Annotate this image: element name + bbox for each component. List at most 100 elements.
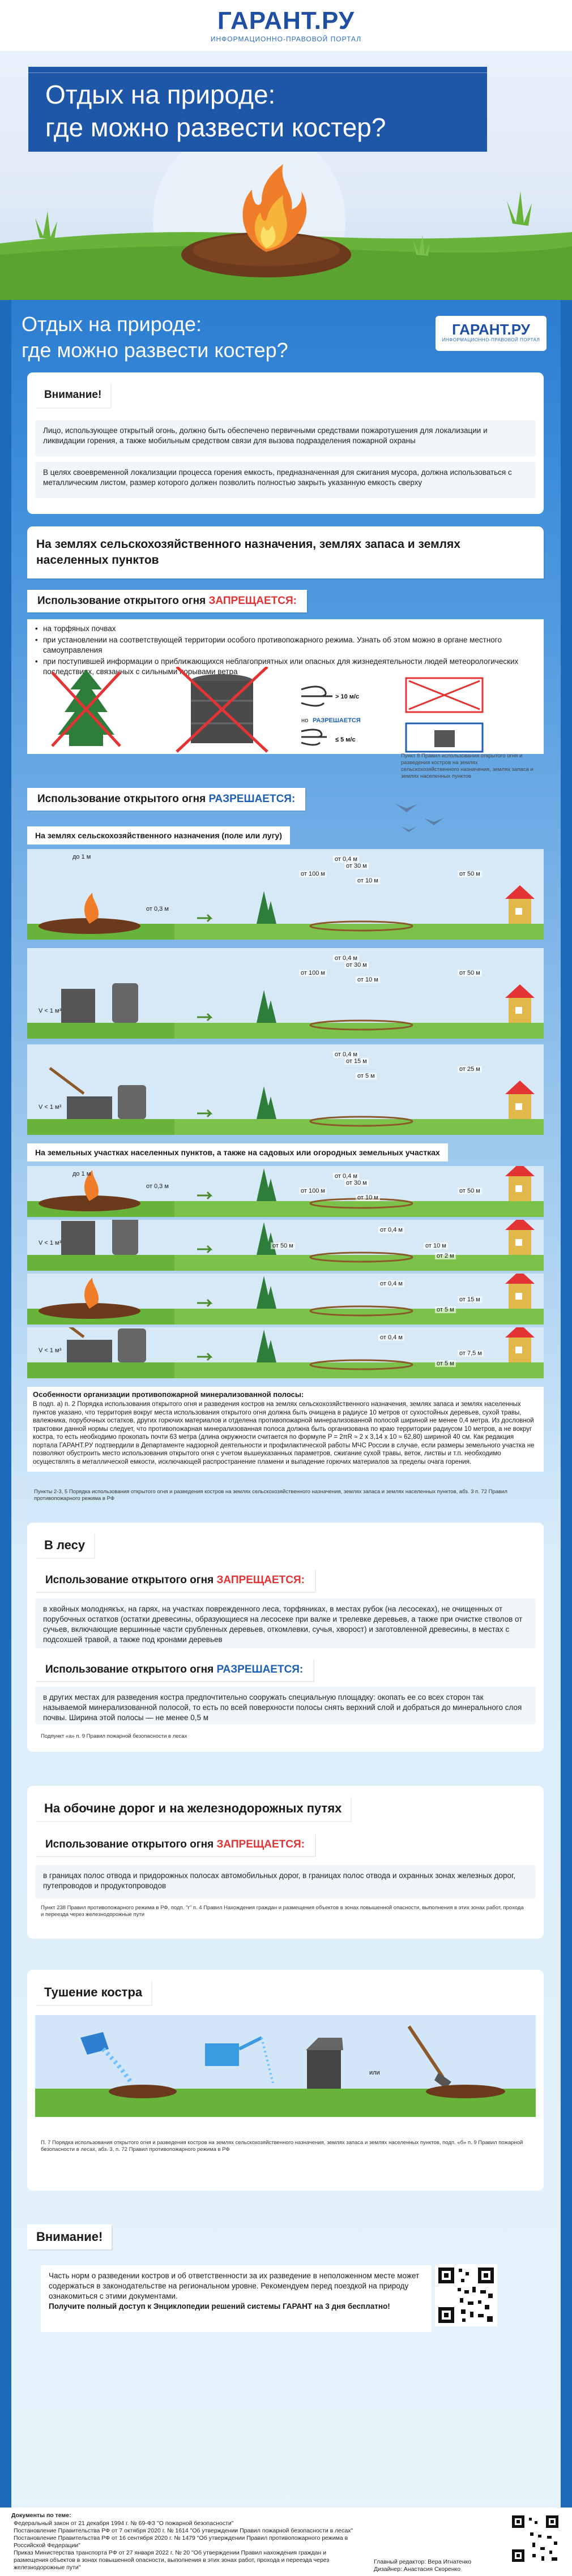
forest-note: Подпункт «а» п. 9 Правил пожарной безопа… [41,1733,187,1739]
forest-allowed-text: в других местах для разведения костра пр… [35,1687,536,1724]
distance-label: от 10 м [356,1194,380,1201]
main-title: Отдых на природе: где можно развести кос… [22,312,288,362]
wind-icon [301,685,332,707]
garant-logo[interactable]: ГАРАНТ.РУ [217,6,355,35]
distance-label: от 15 м [458,1296,482,1303]
main-panel-inner: Отдых на природе: где можно развести кос… [11,300,561,2576]
final-heading: Внимание! [27,2224,112,2249]
extinguish-card: Тушение костра или [27,1970,544,2191]
distance-label: от 50 м [271,1242,295,1249]
forest-heading: В лесу [35,1533,95,1558]
qr-code-icon[interactable] [435,2264,497,2326]
agri-forbidden-illustration: > 10 м/с но РАЗРЕШАЕТСЯ ≤ 5 м/с [51,667,484,753]
distance-label: от 5 м [435,1306,456,1313]
hero-banner: Отдых на природе: где можно развести кос… [0,51,572,300]
doc-link[interactable]: Постановление Правительства РФ от 7 октя… [14,2527,353,2534]
pit-depth-label: от 0,3 м [146,906,169,912]
mineral-note: Пункты 2-3, 5 Порядка использования откр… [34,1489,507,1502]
agri-forbidden-list: на торфяных почвах при установлении на с… [35,624,533,678]
distance-label: от 0,4 м [378,1334,404,1341]
doc-link[interactable]: Приказ Министерства транспорта РФ от 27 … [14,2549,330,2571]
distance-label: от 30 м [344,863,369,869]
distance-label: от 5 м [435,1360,456,1367]
mineral-text: В подп. а) п. 2 Порядка использования от… [33,1401,535,1465]
qr-code-icon[interactable] [510,2513,561,2564]
final-text-box: Часть норм о разведении костров и об отв… [41,2265,432,2332]
attention-text-2: В целях своевременной локализации процес… [35,462,536,498]
agri-heading: На землях сельскохозяйственного назначен… [27,526,544,578]
scenario-illustration [27,983,544,1039]
forest-forbidden-text: в хвойных молоднякъх, на гарях, на участ… [35,1598,536,1648]
allowed-small-label: РАЗРЕШАЕТСЯ [313,717,361,724]
distance-label: от 100 м [299,1188,327,1194]
attention-text-1: Лицо, использующее открытый огонь, должн… [35,420,536,456]
attention-heading: Внимание! [35,383,111,408]
scenario-illustration [27,1220,544,1271]
distance-label: от 0,4 м [333,955,359,962]
distance-label: от 50 м [458,871,482,877]
distance-label: от 50 м [458,970,482,976]
doc-link[interactable]: Федеральный закон от 21 декабря 1994 г. … [14,2520,234,2527]
hero-illustration [0,125,572,300]
field-label: На землях сельскохозяйственного назначен… [27,826,290,845]
wind-high-label: > 10 м/с [335,693,359,700]
roads-note: Пункт 238 Правил противопожарного режима… [41,1905,524,1918]
wind-icon [301,728,327,746]
final-offer[interactable]: Получите полный доступ к Энциклопедии ре… [49,2302,390,2311]
forest-card: В лесу Использование открытого огня ЗАПР… [27,1523,544,1752]
roads-text: в границах полос отвода и придорожных по… [35,1865,536,1899]
distance-label: от 0,4 м [333,856,359,863]
distance-label: от 0,4 м [333,1173,359,1180]
distance-label: от 30 м [344,962,369,968]
docs-title: Документы по теме: [11,2512,71,2519]
pit-width-label: до 1 м [72,1171,91,1177]
distance-label: от 7,5 м [458,1350,484,1357]
forest-forbidden-heading: Использование открытого огня ЗАПРЕЩАЕТСЯ… [35,1569,315,1592]
distance-label: от 0,4 м [333,1051,359,1058]
pit-depth-label: от 0,3 м [146,1183,169,1190]
extinguish-heading: Тушение костра [35,1980,152,2005]
extinguish-note: П. 7 Порядка использования открытого огн… [41,2140,523,2153]
settlement-label: На земельных участках населенных пунктов… [27,1143,448,1161]
site-header: ГАРАНТ.РУ ИНФОРМАЦИОННО-ПРАВОВОЙ ПОРТАЛ [0,0,572,51]
scenario-illustration [27,1067,544,1135]
roads-card: На обочине дорог и на железнодорожных пу… [27,1786,544,1939]
pit-width-label: до 1 м [72,854,91,860]
volume-label: V < 1 м³ [39,1104,62,1111]
list-item: при поступившей информации о приближающи… [35,657,533,677]
roads-forbidden-heading: Использование открытого огня ЗАПРЕЩАЕТСЯ… [35,1833,315,1856]
final-text: Часть норм о разведении костров и об отв… [49,2271,420,2300]
distance-label: от 15 м [344,1058,369,1065]
birds-decoration [395,804,444,832]
volume-label: V < 1 м³ [39,1008,62,1014]
agri-forbidden-heading: Использование открытого огня ЗАПРЕЩАЕТСЯ… [27,590,307,612]
hero-title: Отдых на природе: где можно развести кос… [45,80,386,142]
wind-note: Пункт 8 Правил использования открытого о… [401,753,533,779]
scenario-illustration [27,1327,544,1378]
distance-label: от 10 м [424,1242,448,1249]
docs-list: Федеральный закон от 21 декабря 1994 г. … [14,2520,353,2571]
doc-link[interactable]: Постановление Правительства РФ от 16 сен… [14,2535,348,2549]
roads-heading: На обочине дорог и на железнодорожных пу… [35,1796,351,1821]
extinguish-illustration: или [35,2015,536,2117]
scenario-illustration [27,1166,544,1217]
logo-tagline: ИНФОРМАЦИОННО-ПРАВОВОЙ ПОРТАЛ [210,35,362,43]
distance-label: от 10 м [356,877,380,884]
main-panel: Отдых на природе: где можно развести кос… [0,300,572,2576]
distance-label: от 50 м [458,1188,482,1194]
distance-label: от 5 м [356,1073,377,1079]
volume-label: V < 1 м³ [39,1347,62,1354]
distance-label: от 0,4 м [378,1227,404,1233]
garant-badge[interactable]: ГАРАНТ.РУ ИНФОРМАЦИОННО-ПРАВОВОЙ ПОРТАЛ [436,316,547,351]
forest-allowed-heading: Использование открытого огня РАЗРЕШАЕТСЯ… [35,1658,314,1681]
agri-allowed-heading: Использование открытого огня РАЗРЕШАЕТСЯ… [27,788,306,811]
mineral-box [27,1387,544,1472]
distance-label: от 30 м [344,1180,369,1186]
svg-text:но: но [301,717,308,724]
distance-label: от 10 м [356,976,380,983]
footer: Документы по теме: Федеральный закон от … [0,2508,572,2576]
distance-label: от 100 м [299,970,327,976]
distance-label: от 100 м [299,871,327,877]
scenario-illustration [27,885,544,940]
wind-low-label: ≤ 5 м/с [335,736,356,743]
